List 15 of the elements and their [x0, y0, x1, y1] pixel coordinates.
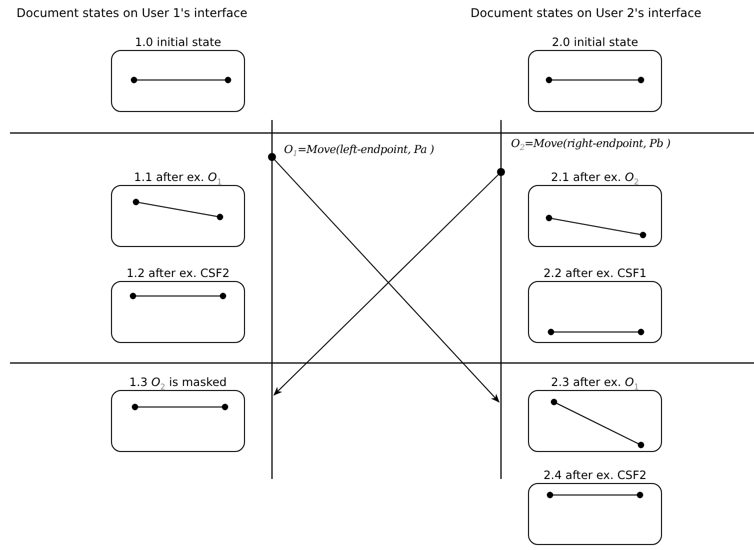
state-heading: 1.2 after ex. CSF2 [125, 266, 231, 281]
event-dot [268, 153, 276, 161]
operation-label: O$_{2}$=Move(right-endpoint, Pb ) [511, 137, 670, 152]
operation-label: O$_{1}$=Move(left-endpoint, Pa ) [284, 143, 434, 158]
state-heading: 1.0 initial state [134, 35, 222, 50]
state-heading: 2.0 initial state [550, 35, 640, 50]
state-heading: 2.1 after ex. O$_{2}$ [550, 170, 640, 185]
event-dot [497, 168, 505, 176]
state-heading: 2.2 after ex. CSF1 [542, 266, 648, 281]
state-heading: 2.3 after ex. O$_{1}$ [550, 375, 640, 390]
state-heading: 2.4 after ex. CSF2 [542, 468, 648, 483]
column-title: Document states on User 2's interface [470, 6, 702, 20]
state-heading: 1.3 O$_{2}$ is masked [128, 375, 228, 390]
state-heading: 1.1 after ex. O$_{1}$ [133, 170, 223, 185]
column-title: Document states on User 1's interface [16, 6, 248, 20]
